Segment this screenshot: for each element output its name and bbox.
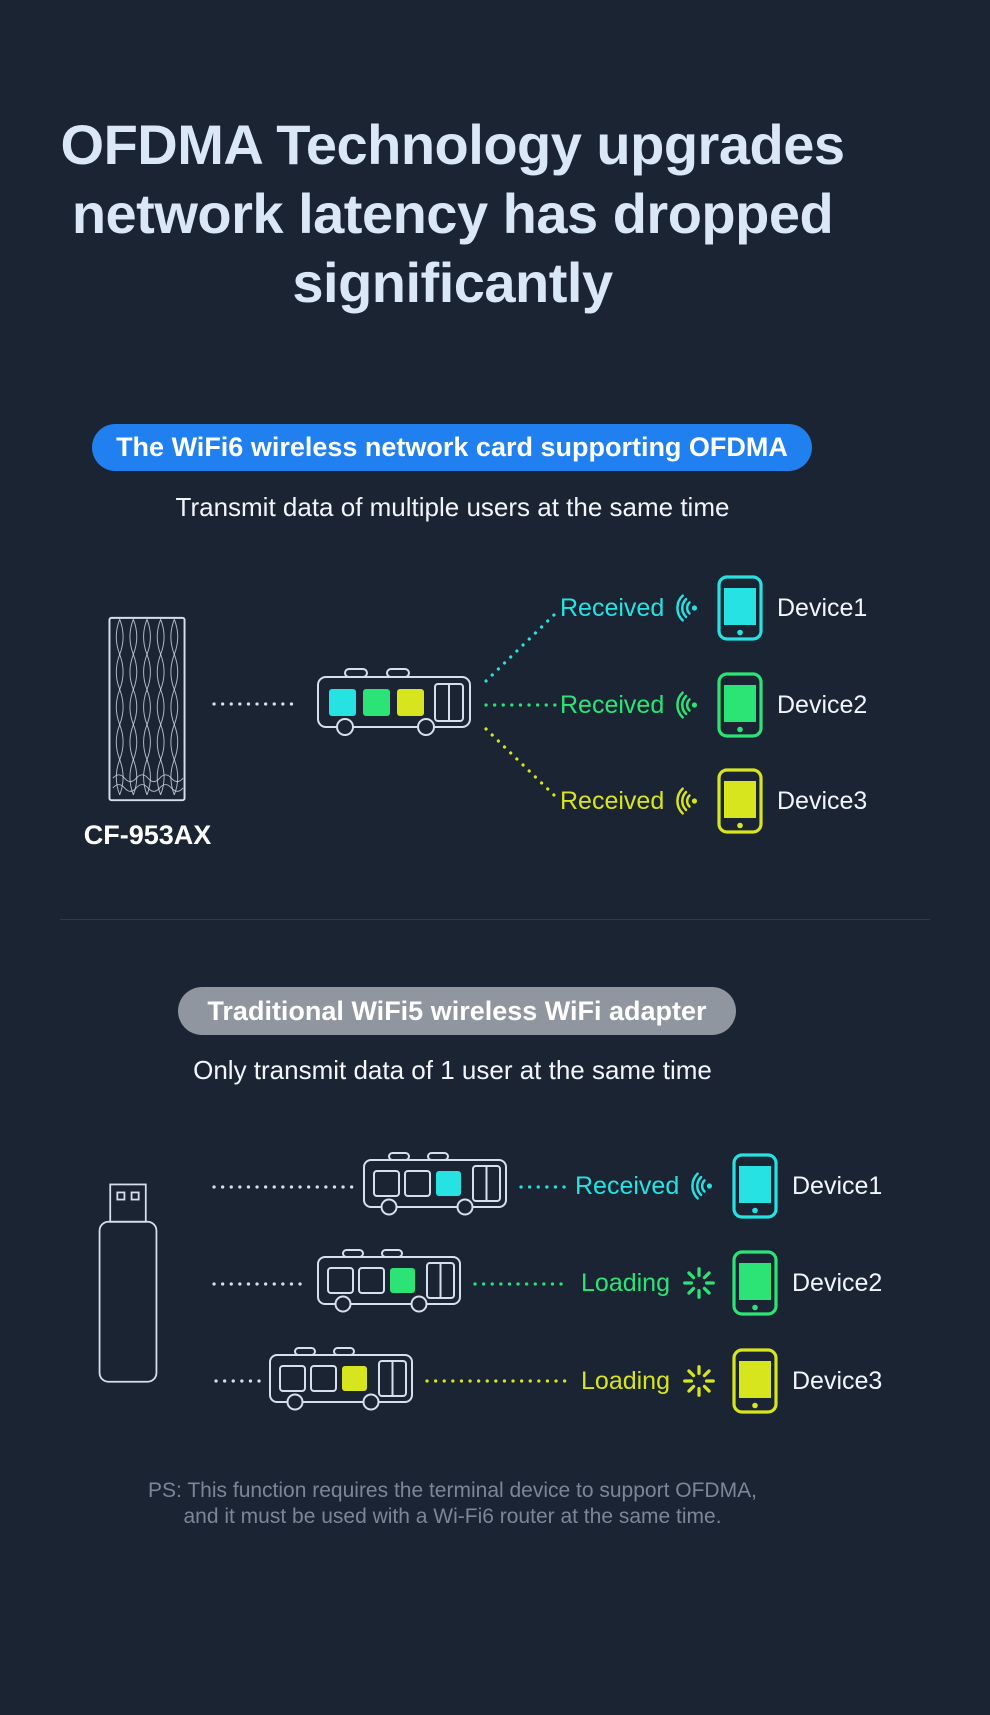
device-label: Device2 bbox=[792, 1268, 883, 1297]
single-user-data-bus-icon bbox=[317, 1249, 461, 1313]
status-label: Received bbox=[560, 593, 665, 622]
page-title-line1: OFDMA Technology upgrades bbox=[60, 113, 845, 176]
single-user-data-bus-icon bbox=[269, 1347, 413, 1411]
device-label: Device2 bbox=[777, 690, 868, 719]
status-label: Received bbox=[560, 786, 665, 815]
wifi6-badge: The WiFi6 wireless network card supporti… bbox=[92, 424, 812, 471]
footer-note-line1: PS: This function requires the terminal … bbox=[148, 1479, 757, 1502]
footer-note: PS: This function requires the terminal … bbox=[0, 1478, 905, 1530]
status-label: Loading bbox=[581, 1268, 670, 1297]
wifi-signal-icon bbox=[676, 594, 698, 622]
footer-note-line2: and it must be used with a Wi-Fi6 router… bbox=[183, 1505, 722, 1528]
usb-adapter-icon bbox=[98, 1183, 158, 1383]
phone-icon bbox=[717, 672, 763, 738]
status-label: Loading bbox=[581, 1366, 670, 1395]
device-label: Device3 bbox=[777, 786, 868, 815]
phone-icon bbox=[732, 1250, 778, 1316]
device-label: Device1 bbox=[777, 593, 868, 622]
single-user-data-bus-icon bbox=[363, 1152, 507, 1216]
page-title: OFDMA Technology upgrades network latenc… bbox=[0, 110, 905, 317]
page-title-line3: significantly bbox=[292, 251, 613, 314]
wifi-signal-icon bbox=[691, 1172, 713, 1200]
device-label: Device1 bbox=[792, 1171, 883, 1200]
device-row: Received Device2 bbox=[560, 670, 867, 740]
loading-spinner-icon bbox=[683, 1267, 715, 1299]
phone-icon bbox=[732, 1348, 778, 1414]
wifi5-subtitle: Only transmit data of 1 user at the same… bbox=[193, 1055, 712, 1085]
device-row: Loading Device3 bbox=[575, 1346, 882, 1416]
adapter-model-label: CF-953AX bbox=[83, 820, 212, 850]
device-row: Received Device1 bbox=[560, 573, 867, 643]
wifi-signal-icon bbox=[676, 787, 698, 815]
status-label: Received bbox=[575, 1171, 680, 1200]
wifi5-badge: Traditional WiFi5 wireless WiFi adapter bbox=[178, 987, 736, 1035]
loading-spinner-icon bbox=[683, 1365, 715, 1397]
section-divider bbox=[60, 919, 930, 920]
multi-user-data-bus-icon bbox=[317, 668, 471, 736]
device-row: Loading Device2 bbox=[575, 1248, 882, 1318]
phone-icon bbox=[732, 1153, 778, 1219]
phone-icon bbox=[717, 768, 763, 834]
wifi6-subtitle: Transmit data of multiple users at the s… bbox=[175, 492, 730, 522]
wifi6-adapter-icon bbox=[108, 616, 186, 802]
page-title-line2: network latency has dropped bbox=[71, 182, 834, 245]
wifi-signal-icon bbox=[676, 691, 698, 719]
status-label: Received bbox=[560, 690, 665, 719]
device-row: Received Device3 bbox=[560, 766, 867, 836]
device-row: Received Device1 bbox=[575, 1151, 882, 1221]
device-label: Device3 bbox=[792, 1366, 883, 1395]
phone-icon bbox=[717, 575, 763, 641]
